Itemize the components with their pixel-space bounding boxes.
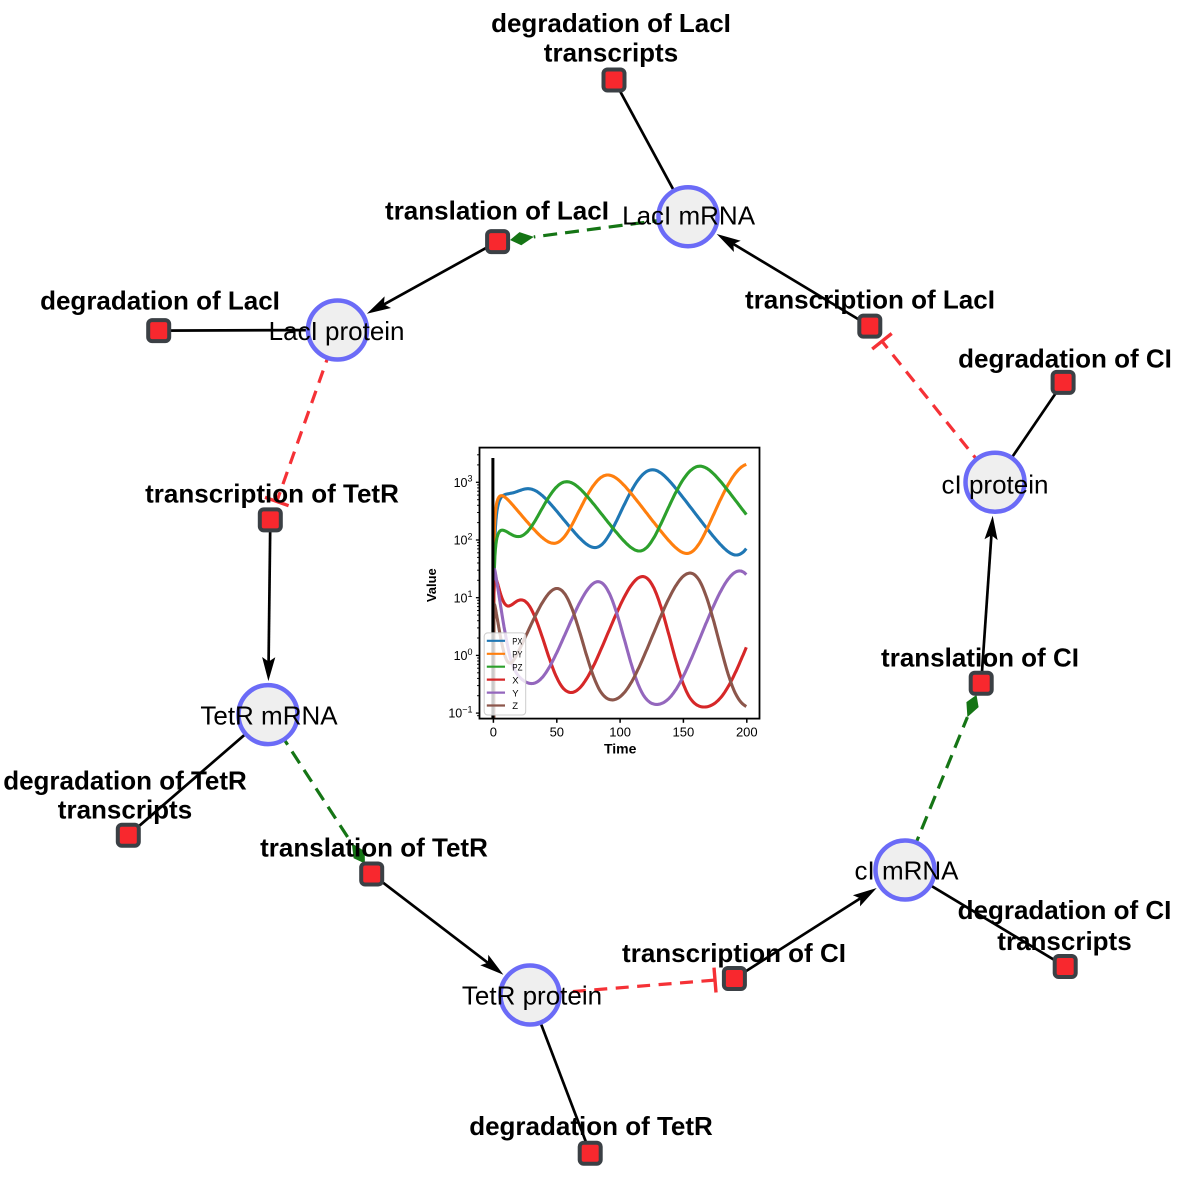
svg-text:Y: Y [512,688,519,699]
svg-text:200: 200 [736,725,758,740]
svg-text:degradation of LacI: degradation of LacI [40,286,280,316]
svg-text:cI mRNA: cI mRNA [855,856,960,886]
svg-text:0: 0 [490,725,497,740]
svg-text:translation of LacI: translation of LacI [385,196,609,226]
svg-text:Time: Time [604,741,637,757]
svg-text:translation of TetR: translation of TetR [260,832,488,862]
svg-text:transcripts: transcripts [544,38,678,68]
svg-text:degradation of CI: degradation of CI [958,343,1172,373]
svg-text:degradation of TetR: degradation of TetR [3,765,247,795]
svg-text:X: X [512,675,519,686]
svg-text:100: 100 [609,725,631,740]
svg-text:50: 50 [550,725,564,740]
svg-text:Z: Z [512,701,518,712]
svg-text:transcription of LacI: transcription of LacI [745,285,995,315]
svg-text:translation of CI: translation of CI [881,643,1079,673]
svg-text:TetR mRNA: TetR mRNA [200,701,338,731]
svg-text:PZ: PZ [512,662,522,673]
svg-text:transcripts: transcripts [58,794,192,824]
svg-text:transcription of CI: transcription of CI [622,938,846,968]
svg-text:PX: PX [512,637,523,648]
svg-text:PY: PY [512,650,523,661]
svg-text:Value: Value [424,568,439,602]
svg-text:150: 150 [673,725,695,740]
svg-text:transcription of TetR: transcription of TetR [145,479,399,509]
svg-text:cI protein: cI protein [942,470,1049,500]
svg-text:LacI mRNA: LacI mRNA [622,201,756,231]
svg-text:degradation of LacI: degradation of LacI [491,8,731,38]
svg-text:transcripts: transcripts [997,926,1131,956]
svg-text:TetR protein: TetR protein [462,981,602,1011]
svg-text:degradation of CI: degradation of CI [958,895,1172,925]
svg-text:degradation of TetR: degradation of TetR [469,1111,713,1141]
svg-text:LacI protein: LacI protein [269,316,405,346]
